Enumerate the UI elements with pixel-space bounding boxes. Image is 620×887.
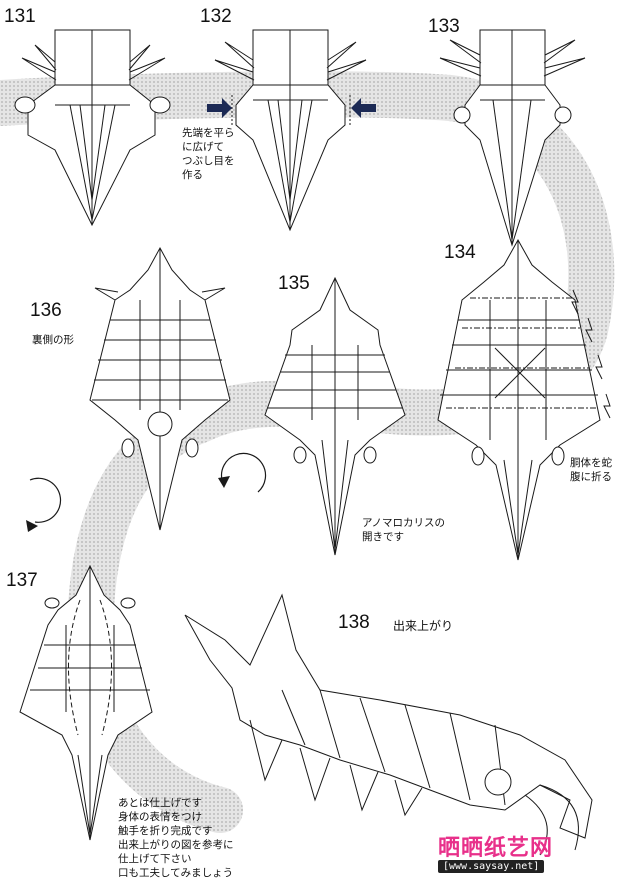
model-138 [184, 593, 593, 856]
note-132: 先端を平ら に広げて つぶし目を 作る [182, 127, 235, 181]
rotate-symbol-136 [26, 477, 62, 532]
model-133 [439, 29, 586, 247]
step-number-131: 131 [4, 6, 36, 27]
rotate-symbol-135 [218, 452, 267, 493]
note-136: 裏側の形 [32, 334, 74, 346]
step-number-137: 137 [6, 570, 38, 591]
watermark-title: 晒晒纸艺网 [438, 836, 554, 861]
step-number-136: 136 [30, 300, 62, 321]
note-137: あとは仕上げです 身体の表情をつけ 触手を折り完成です 出来上がりの図を参考に … [118, 797, 234, 879]
step-number-134: 134 [444, 242, 476, 263]
step-number-138: 138 [338, 612, 370, 633]
model-131 [14, 29, 171, 227]
model-135 [264, 276, 406, 556]
step-number-135: 135 [278, 273, 310, 294]
note-135: アノマロカリスの 開きです [362, 517, 446, 543]
watermark-url: [www.saysay.net] [438, 860, 545, 873]
note-138: 出来上がり [393, 619, 454, 633]
step-number-132: 132 [200, 6, 232, 27]
model-132 [214, 29, 367, 232]
model-136 [89, 246, 231, 531]
fold-arrows-134 [571, 289, 611, 419]
note-134: 胴体を蛇 腹に折る [570, 457, 612, 483]
model-137 [19, 564, 153, 841]
push-arrow-right [351, 98, 376, 118]
push-arrow-left [207, 98, 232, 118]
model-134 [437, 238, 601, 561]
step-number-133: 133 [428, 16, 460, 37]
